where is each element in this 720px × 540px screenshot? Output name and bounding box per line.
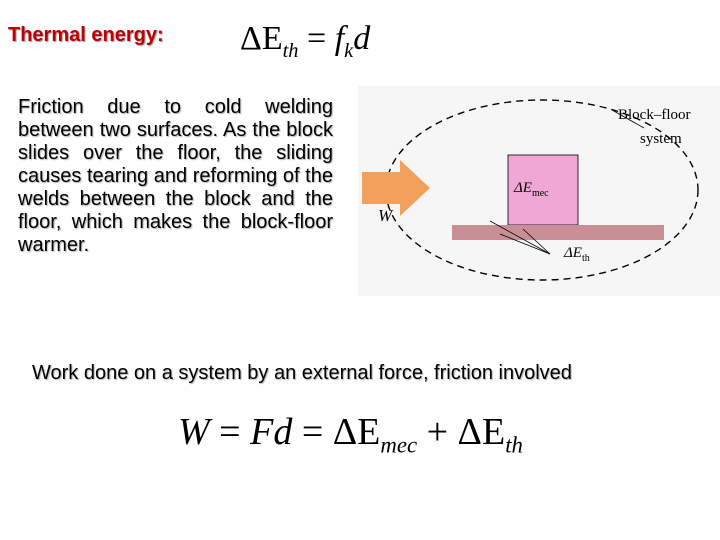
emec-label: ΔEmec [513,180,549,199]
work-arrow [362,160,430,216]
system-leader [611,109,645,129]
system-label-line1: Block–floor [618,107,691,123]
eth-leader-2 [499,233,551,255]
slide-title: Thermal energy: [8,24,164,46]
work-energy-equation: W = Fd = ΔEmec + ΔEth [178,411,523,458]
thermal-energy-equation: ΔEth = fkd [240,20,371,62]
block [507,154,579,226]
floor [452,225,664,240]
eth-leader-1 [489,220,551,255]
work-caption: Work done on a system by an external for… [32,362,572,384]
system-boundary [385,99,699,281]
block-floor-figure: W ΔEmec ΔEth Block–floor system [358,86,720,296]
friction-description: Friction due to cold welding between two… [18,96,333,256]
eth-leader-3 [522,228,551,255]
eth-label: ΔEth [563,245,590,264]
work-label: W [378,206,394,225]
system-label-line2: system [640,131,682,147]
